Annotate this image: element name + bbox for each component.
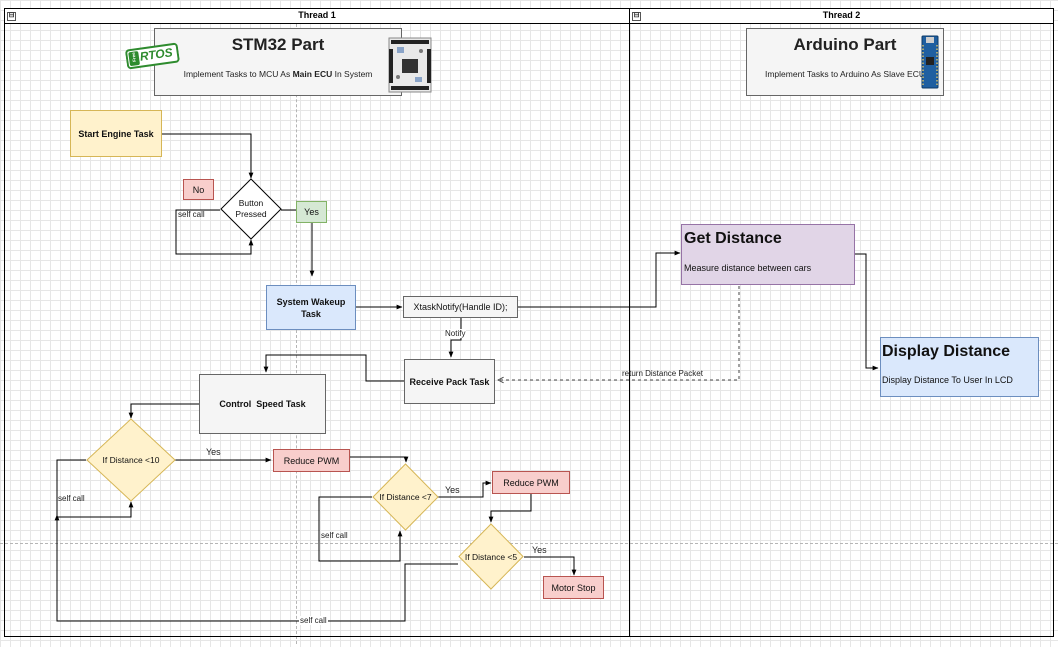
- edge-if7-to-reduce2: [438, 480, 492, 498]
- stm32-board-image: [387, 37, 433, 93]
- page-divider-horizontal: [0, 543, 1058, 544]
- get-distance-desc: Measure distance between cars: [684, 263, 812, 273]
- edge-if5-to-motor: [524, 556, 577, 576]
- yes-label-7: Yes: [445, 485, 460, 495]
- collapse-toggle-icon[interactable]: ⊟: [632, 12, 641, 21]
- system-wakeup-task[interactable]: System Wakeup Task: [266, 285, 356, 330]
- arduino-part-subtitle: Implement Tasks to Arduino As Slave ECU: [764, 69, 925, 79]
- edge-reduce1-to-if7: [350, 456, 409, 463]
- freertos-logo-icon: Free RTOS: [125, 41, 181, 71]
- no-badge: No: [183, 179, 214, 200]
- if-distance-10-label: If Distance <10: [102, 455, 160, 465]
- stm32-part-title: STM32 Part: [231, 35, 325, 54]
- return-distance-packet-label: return Distance Packet: [622, 369, 703, 378]
- edge-bottom-self-call: [54, 514, 458, 622]
- edge-get-to-display: [855, 253, 879, 371]
- self-call-label-bottom: self call: [299, 616, 328, 625]
- if-distance-5-label: If Distance <5: [464, 551, 518, 562]
- self-call-label-10: self call: [58, 494, 85, 503]
- arduino-nano-image: [919, 35, 941, 89]
- if-distance-7-decision[interactable]: If Distance <7: [372, 463, 439, 531]
- button-pressed-label: Button Pressed: [235, 198, 267, 219]
- xtask-notify-call[interactable]: XtaskNotify(Handle ID);: [403, 296, 518, 318]
- start-engine-task[interactable]: Start Engine Task: [70, 110, 162, 157]
- edge-start-to-button: [162, 133, 254, 179]
- stm32-part-card[interactable]: STM32 Part Implement Tasks to MCU As Mai…: [154, 28, 402, 96]
- get-distance-title: Get Distance: [684, 230, 782, 247]
- self-call-label-7: self call: [321, 531, 348, 540]
- stm32-part-subtitle: Implement Tasks to MCU As Main ECU In Sy…: [183, 69, 373, 79]
- display-distance-title: Display Distance: [882, 343, 1011, 360]
- edge-if7-self-call: [318, 496, 403, 562]
- yes-label-10: Yes: [206, 447, 221, 457]
- edge-receive-to-control: [263, 354, 404, 382]
- yes-badge: Yes: [296, 201, 327, 223]
- edge-get-distance-return: [498, 286, 740, 380]
- lane-thread-2-header: ⊟ Thread 2: [630, 9, 1053, 24]
- if-distance-5-decision[interactable]: If Distance <5: [458, 523, 524, 590]
- arduino-part-title: Arduino Part: [793, 35, 897, 54]
- lane-thread-2[interactable]: ⊟ Thread 2: [629, 8, 1054, 637]
- arduino-part-card[interactable]: Arduino Part Implement Tasks to Arduino …: [746, 28, 944, 96]
- if-distance-10-decision[interactable]: If Distance <10: [86, 418, 176, 502]
- lane-thread-1-title: Thread 1: [298, 10, 336, 20]
- receive-pack-task[interactable]: Receive Pack Task: [404, 359, 495, 404]
- get-distance-node[interactable]: Get Distance Measure distance between ca…: [681, 224, 855, 285]
- edge-control-to-if10: [128, 403, 199, 419]
- motor-stop[interactable]: Motor Stop: [543, 576, 604, 599]
- collapse-toggle-icon[interactable]: ⊟: [7, 12, 16, 21]
- lane-thread-2-title: Thread 2: [822, 10, 861, 20]
- lane-thread-1-header: ⊟ Thread 1: [5, 9, 629, 24]
- if-distance-7-label: If Distance <7: [379, 492, 432, 502]
- self-call-label-button: self call: [178, 210, 205, 219]
- control-speed-task[interactable]: Control Speed Task: [199, 374, 326, 434]
- display-distance-desc: Display Distance To User In LCD: [882, 375, 1013, 385]
- reduce-pwm-2[interactable]: Reduce PWM: [492, 471, 570, 494]
- button-pressed-decision[interactable]: Button Pressed: [220, 178, 282, 240]
- edge-button-self-call: [175, 209, 254, 255]
- edge-notify-to-get-distance: [518, 250, 681, 308]
- display-distance-node[interactable]: Display Distance Display Distance To Use…: [880, 337, 1039, 397]
- edge-reduce2-to-if5: [488, 494, 532, 523]
- yes-label-5: Yes: [532, 545, 547, 555]
- reduce-pwm-1[interactable]: Reduce PWM: [273, 449, 350, 472]
- notify-label: Notify: [444, 329, 467, 338]
